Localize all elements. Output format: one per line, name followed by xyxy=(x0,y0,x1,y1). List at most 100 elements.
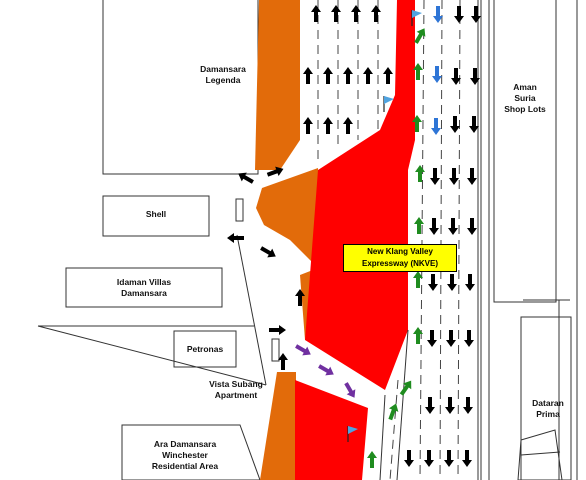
lane-divider xyxy=(439,0,443,480)
flow-arrow-icon xyxy=(414,28,426,44)
flow-arrow-icon xyxy=(227,233,244,243)
flow-arrow-icon xyxy=(260,246,276,258)
flow-arrow-icon xyxy=(462,450,472,467)
flow-arrow-icon xyxy=(399,380,412,396)
flow-arrow-icon xyxy=(463,397,473,414)
flow-arrow-icon xyxy=(450,116,460,133)
damansara-legenda-label: Damansara Legenda xyxy=(200,64,246,85)
lane-divider xyxy=(419,0,425,480)
flow-arrow-icon xyxy=(467,218,477,235)
expressway-callout: New Klang Valley Expressway (NKVE) xyxy=(343,244,457,272)
damansara-legenda-block xyxy=(102,0,259,175)
dataran-prima-label: Dataran Prima xyxy=(532,398,564,419)
idaman-villas-block xyxy=(65,267,223,308)
ara-damansara-label: Ara Damansara Winchester Residential Are… xyxy=(151,439,219,471)
flow-arrow-icon xyxy=(431,118,441,135)
flow-arrow-icon xyxy=(295,344,311,356)
flow-arrow-icon xyxy=(413,63,423,80)
petronas-label: Petronas xyxy=(186,344,224,354)
flow-arrow-icon xyxy=(269,325,286,335)
flow-arrow-icon xyxy=(451,68,461,85)
flow-arrow-icon xyxy=(464,330,474,347)
aman-suria-label: Aman Suria Shop Lots xyxy=(504,82,546,114)
vista-subang-label: Vista Subang Apartment xyxy=(209,379,263,400)
shell-label: Shell xyxy=(145,209,167,219)
flow-arrow-icon xyxy=(388,403,399,421)
road-widening-area xyxy=(305,0,415,390)
service-road-edge xyxy=(37,325,267,386)
flow-arrow-icon xyxy=(343,117,353,134)
expressway-label-line2: Expressway (NKVE) xyxy=(361,259,439,268)
shell-block xyxy=(102,195,210,237)
flag-icon xyxy=(384,96,394,104)
existing-reserve-strip xyxy=(255,0,300,170)
flow-arrow-icon xyxy=(447,274,457,291)
traffic-flow-arrows xyxy=(227,5,481,468)
flow-arrow-icon xyxy=(331,5,341,22)
flow-arrow-icon xyxy=(303,117,313,134)
flow-arrow-icon xyxy=(318,364,334,376)
flow-arrow-icon xyxy=(266,166,284,177)
petronas-block xyxy=(173,330,237,368)
lane-edge xyxy=(379,394,386,480)
flow-arrow-icon xyxy=(465,274,475,291)
median-island xyxy=(235,198,244,222)
flow-arrow-icon xyxy=(427,330,437,347)
existing-reserve-strip xyxy=(256,168,318,268)
flow-arrow-icon xyxy=(444,450,454,467)
flow-arrow-icon xyxy=(344,382,356,398)
dataran-prima-block xyxy=(520,316,572,480)
lane-edge xyxy=(396,329,409,480)
flow-arrow-icon xyxy=(413,271,423,288)
flow-arrow-icon xyxy=(371,5,381,22)
flow-arrow-icon xyxy=(430,168,440,185)
building-outline xyxy=(517,429,563,480)
flow-arrow-icon xyxy=(471,6,481,23)
median-island xyxy=(271,338,280,362)
flow-arrow-icon xyxy=(469,116,479,133)
flag-icon xyxy=(412,10,422,18)
site-flags xyxy=(347,10,422,442)
flow-arrow-icon xyxy=(433,6,443,23)
flow-arrow-icon xyxy=(323,117,333,134)
aman-suria-block xyxy=(493,0,557,303)
flow-arrow-icon xyxy=(303,67,313,84)
expressway-label-line1: New Klang Valley xyxy=(367,247,433,256)
flow-arrow-icon xyxy=(415,165,425,182)
flow-arrow-icon xyxy=(448,218,458,235)
building-outline xyxy=(520,451,561,456)
flow-arrow-icon xyxy=(429,218,439,235)
flow-arrow-icon xyxy=(295,289,305,306)
flow-arrow-icon xyxy=(449,168,459,185)
flow-arrow-icon xyxy=(454,6,464,23)
lane-divider xyxy=(389,379,399,480)
flow-arrow-icon xyxy=(425,397,435,414)
flag-icon xyxy=(348,426,358,434)
idaman-villas-label: Idaman Villas Damansara xyxy=(116,277,172,298)
flow-arrow-icon xyxy=(238,172,254,184)
service-road-edge xyxy=(236,234,267,386)
flow-arrow-icon xyxy=(446,330,456,347)
flow-arrow-icon xyxy=(363,67,373,84)
flow-arrow-icon xyxy=(414,217,424,234)
flow-arrow-icon xyxy=(278,353,288,370)
flow-arrow-icon xyxy=(343,67,353,84)
ara-damansara-block xyxy=(121,424,261,480)
flow-arrow-icon xyxy=(424,450,434,467)
existing-reserve-strip xyxy=(260,372,296,480)
flow-arrow-icon xyxy=(432,66,442,83)
flow-arrow-icon xyxy=(351,5,361,22)
flow-arrow-icon xyxy=(367,451,377,468)
flow-arrow-icon xyxy=(413,327,423,344)
flow-arrow-icon xyxy=(311,5,321,22)
flow-arrow-icon xyxy=(412,115,422,132)
lane-divider xyxy=(457,0,461,480)
flow-arrow-icon xyxy=(404,450,414,467)
flow-arrow-icon xyxy=(428,274,438,291)
flow-arrow-icon xyxy=(383,67,393,84)
flow-arrow-icon xyxy=(467,168,477,185)
flow-arrow-icon xyxy=(323,67,333,84)
flow-arrow-icon xyxy=(445,397,455,414)
